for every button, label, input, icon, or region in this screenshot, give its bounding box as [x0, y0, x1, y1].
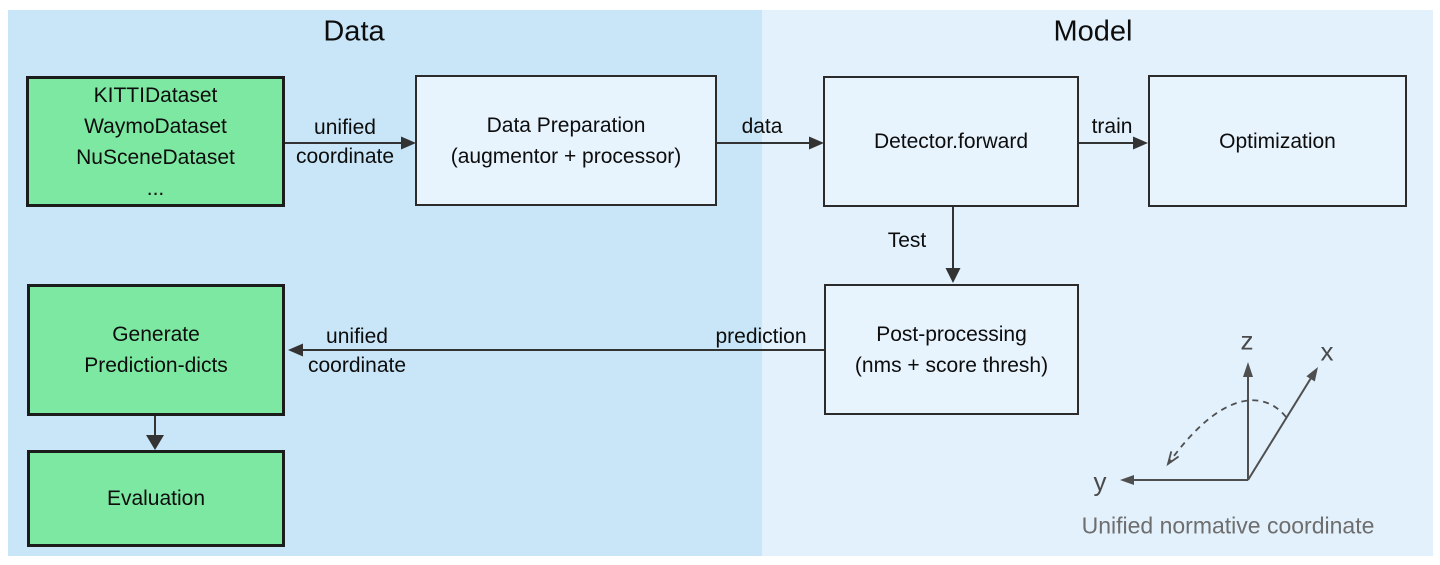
node-generate-prediction-dicts-line: Prediction-dicts — [84, 354, 228, 377]
node-data-preparation-line: Data Preparation — [486, 113, 646, 137]
x-axis-label: x — [1320, 336, 1334, 367]
node-datasets-line: NuSceneDataset — [76, 145, 235, 169]
node-evaluation: Evaluation — [27, 450, 285, 547]
edge-label-coordinate-bottom: coordinate — [307, 354, 407, 377]
y-axis-label: y — [1093, 466, 1107, 497]
node-optimization-label: Optimization — [1219, 129, 1336, 153]
node-optimization: Optimization — [1148, 75, 1407, 207]
data-region-title: Data — [323, 15, 385, 48]
edge-label-data: data — [741, 115, 783, 138]
node-post-processing-line: Post-processing — [876, 322, 1027, 346]
z-axis-label: z — [1240, 325, 1254, 356]
edge-label-train: train — [1091, 115, 1133, 138]
node-generate-prediction-dicts-line: Generate — [112, 323, 200, 346]
edge-label-prediction: prediction — [715, 325, 807, 348]
node-post-processing-line: (nms + score thresh) — [854, 353, 1049, 377]
coordinate-caption: Unified normative coordinate — [1081, 512, 1375, 539]
node-generate-prediction-dicts: Generate Prediction-dicts — [27, 284, 285, 416]
node-datasets-line: WaymoDataset — [84, 114, 227, 138]
edge-label-unified-top: unified — [314, 116, 376, 139]
node-datasets-line: KITTIDataset — [93, 83, 218, 107]
node-datasets: KITTIDataset WaymoDataset NuSceneDataset… — [26, 76, 285, 207]
model-region-title: Model — [1053, 15, 1133, 48]
node-detector-forward: Detector.forward — [823, 76, 1079, 207]
edge-label-unified-bottom: unified — [326, 325, 388, 348]
node-datasets-line: ... — [146, 176, 165, 200]
node-detector-forward-label: Detector.forward — [873, 130, 1029, 153]
edge-label-coordinate-top: coordinate — [295, 145, 395, 168]
node-post-processing: Post-processing (nms + score thresh) — [824, 284, 1079, 415]
edge-label-test: Test — [887, 229, 927, 252]
node-evaluation-label: Evaluation — [106, 487, 206, 510]
node-data-preparation: Data Preparation (augmentor + processor) — [415, 75, 717, 206]
node-data-preparation-line: (augmentor + processor) — [450, 144, 682, 168]
